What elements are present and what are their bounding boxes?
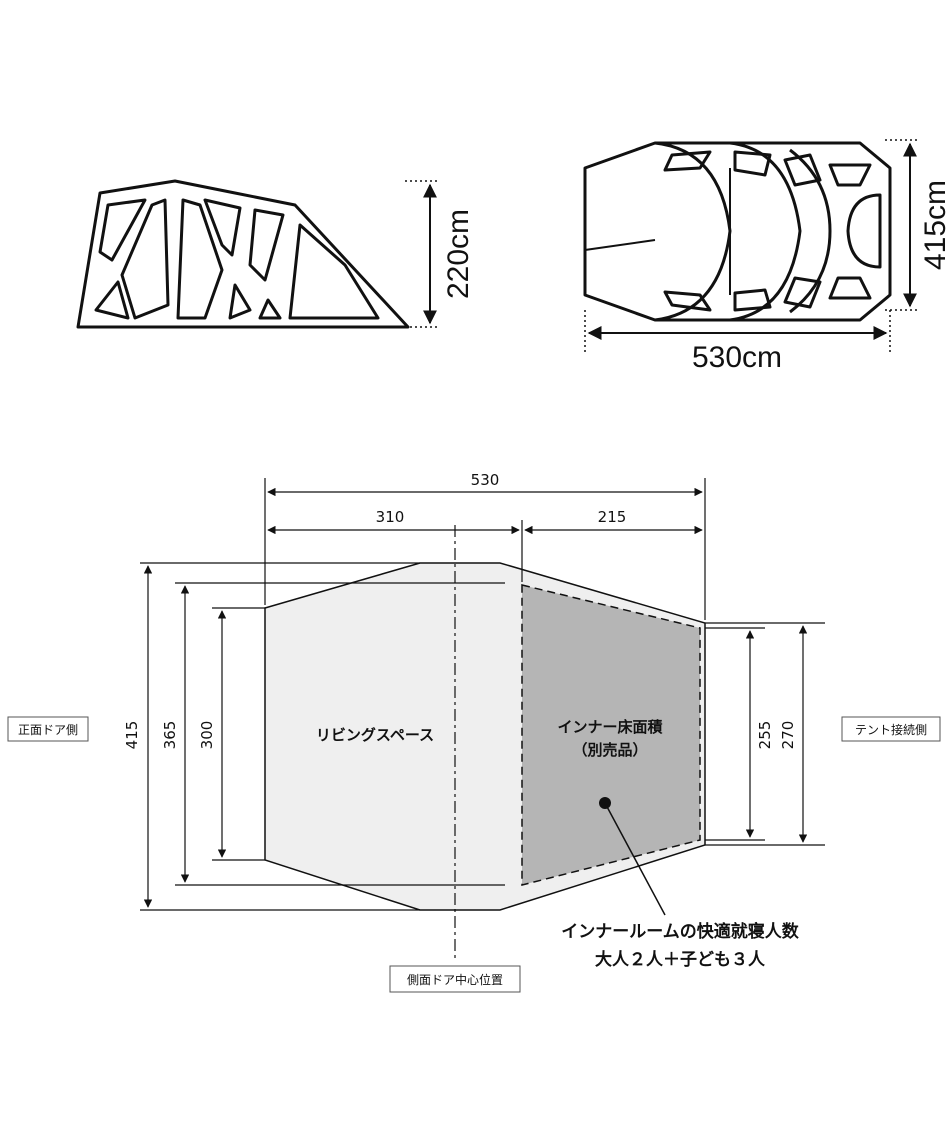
tent-side-view	[76, 179, 410, 329]
inner-floor-sublabel: （別売品）	[572, 741, 647, 759]
inner-back-depth-label: 270	[779, 721, 797, 750]
mid-depth-label: 365	[161, 721, 179, 750]
side-height-dimension	[405, 180, 440, 328]
capacity-leader-line	[604, 802, 666, 916]
plan-width-dimensions	[264, 478, 706, 620]
front-door-box: 正面ドア側	[7, 716, 89, 742]
living-space-label: リビングスペース	[316, 726, 434, 744]
top-depth-dimension	[885, 139, 920, 311]
top-width-label: 530cm	[692, 341, 782, 374]
capacity-line-1: インナールームの快適就寝人数	[561, 921, 799, 942]
side-door-label: 側面ドア中心位置	[407, 972, 503, 987]
inner-front-depth-label: 255	[756, 721, 774, 750]
front-depth-label: 300	[198, 721, 216, 750]
top-depth-label: 415cm	[919, 180, 950, 270]
living-width-label: 310	[376, 508, 405, 526]
inner-room-area	[521, 584, 701, 886]
plan-depth-dimensions-left	[140, 562, 505, 911]
side-door-box: 側面ドア中心位置	[389, 965, 521, 993]
inner-floor-label: インナー床面積	[557, 718, 663, 736]
capacity-line-2: 大人２人＋子ども３人	[595, 949, 766, 970]
plan-depth-dimensions-right	[705, 622, 825, 846]
tent-connect-box: テント接続側	[841, 716, 941, 742]
overall-depth-label: 415	[123, 721, 141, 750]
inner-width-label: 215	[598, 508, 627, 526]
side-height-label: 220cm	[442, 209, 475, 299]
top-width-dimension	[584, 310, 891, 352]
front-door-label: 正面ドア側	[18, 723, 78, 737]
tent-connect-label: テント接続側	[855, 722, 927, 737]
total-width-label: 530	[471, 471, 500, 489]
tent-top-view	[583, 141, 892, 322]
